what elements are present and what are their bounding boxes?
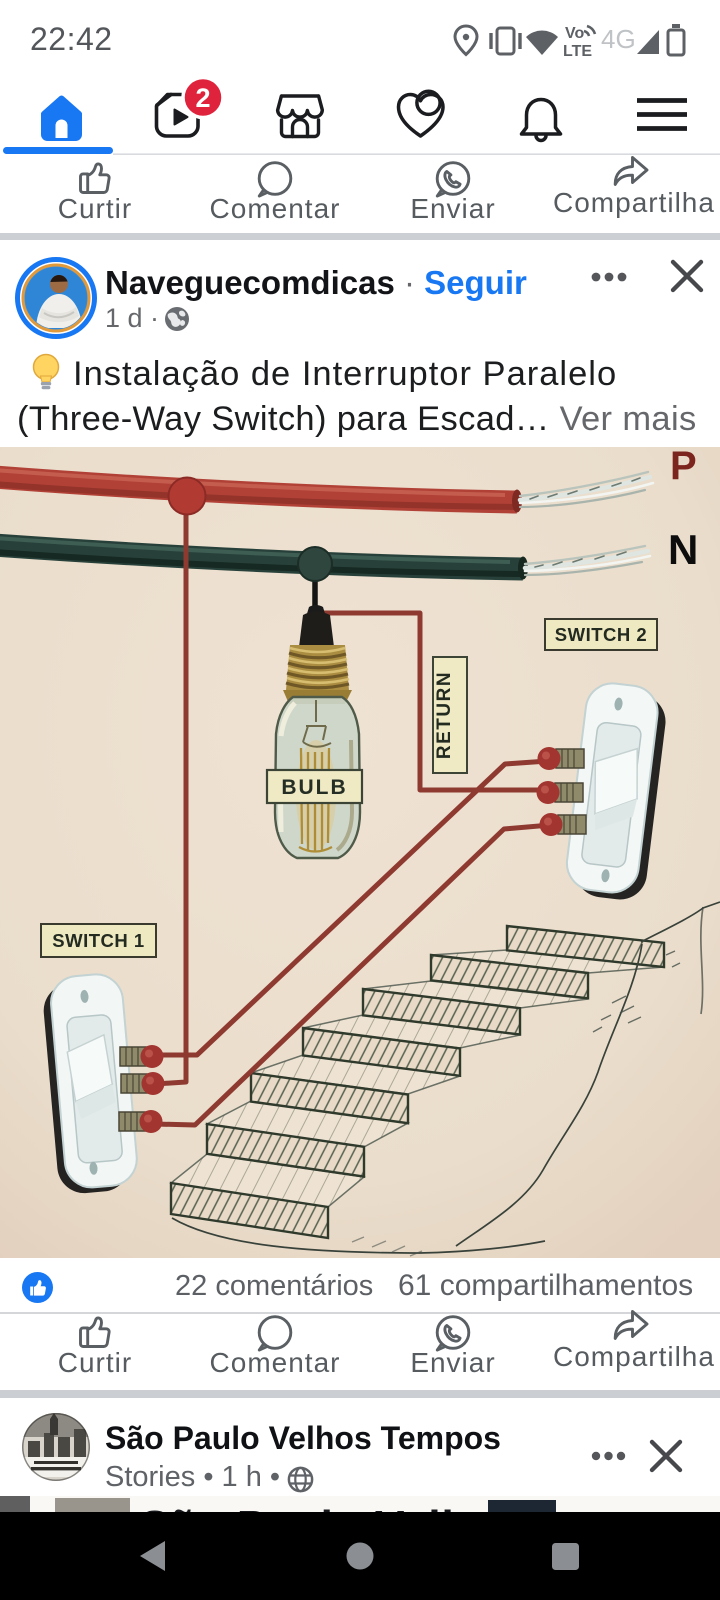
svg-text:N: N	[668, 526, 698, 573]
svg-text:LTE: LTE	[563, 43, 592, 60]
svg-text:P: P	[670, 447, 697, 488]
svg-text:BULB: BULB	[281, 776, 347, 799]
svg-text:Vo: Vo	[565, 25, 584, 42]
svg-text:RETURN: RETURN	[434, 671, 455, 759]
svg-text:2: 2	[195, 83, 210, 113]
svg-text:SWITCH 2: SWITCH 2	[555, 624, 647, 645]
svg-text:4G: 4G	[601, 24, 636, 54]
svg-text:SWITCH 1: SWITCH 1	[52, 930, 144, 951]
